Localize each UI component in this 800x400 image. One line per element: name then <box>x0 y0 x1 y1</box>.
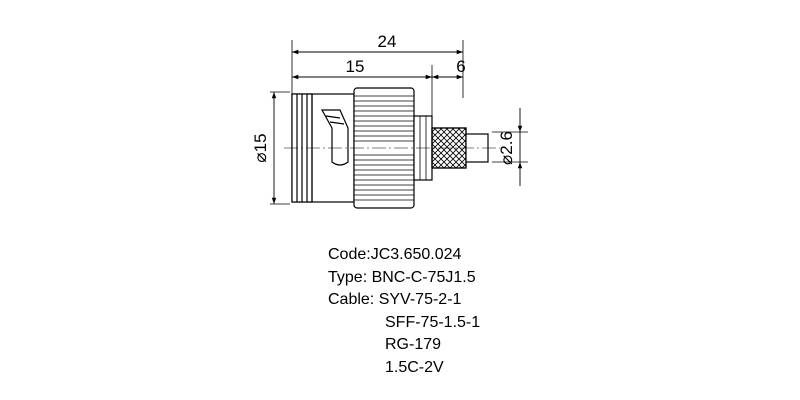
spec-type: Type: BNC-C-75J1.5 <box>328 268 476 286</box>
spec-cable-row: Cable: SYV-75-2-1 <box>328 289 480 312</box>
spec-cable-item: 1.5C-2V <box>385 358 444 376</box>
dim-text-15: 15 <box>346 57 365 76</box>
dim-text-d15: ⌀15 <box>251 133 270 162</box>
spec-cable-item: SYV-75-2-1 <box>378 291 462 308</box>
spec-cable-item: SFF-75-1.5-1 <box>385 313 481 331</box>
spec-block: Code:JC3.650.024 Type: BNC-C-75J1.5 Cabl… <box>328 244 480 379</box>
spec-cable-item: RG-179 <box>385 336 442 353</box>
dimension-lines <box>271 49 523 204</box>
extension-lines <box>270 40 528 205</box>
spec-code: Code:JC3.650.024 <box>328 246 462 263</box>
dim-text-6: 6 <box>456 57 465 76</box>
dim-text-d26: ⌀2.6 <box>497 131 516 165</box>
dim-text-24: 24 <box>378 32 397 51</box>
spec-cable-label: Cable: <box>328 291 375 308</box>
connector-drawing: 24 15 6 ⌀15 ⌀2.6 <box>251 32 528 209</box>
